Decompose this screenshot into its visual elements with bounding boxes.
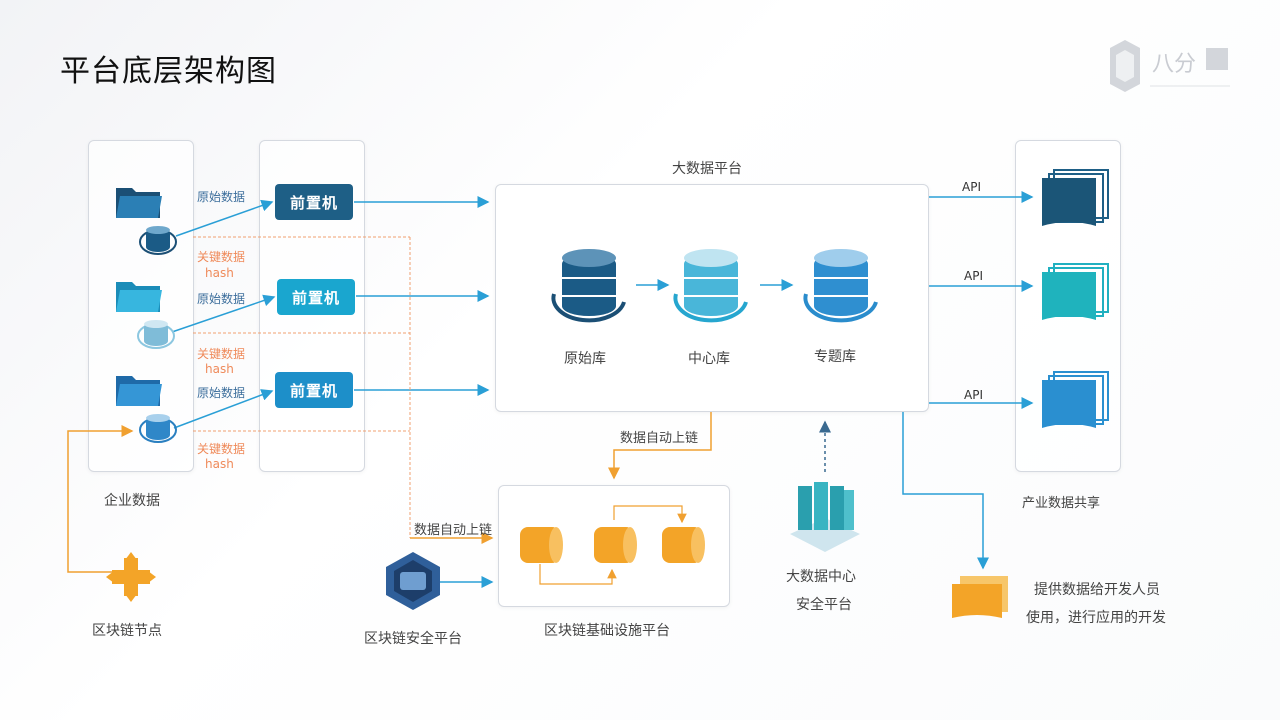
raw-data-label: 原始数据: [197, 386, 246, 400]
chain-block-icon: [520, 527, 563, 563]
document-stack-icon: [1042, 371, 1109, 428]
raw-data-label: 原始数据: [197, 190, 246, 204]
blockchain-node-label: 区块链节点: [92, 623, 162, 639]
database-icon: [139, 414, 177, 443]
database-icon: [139, 226, 177, 255]
raw-db-label: 原始库: [564, 351, 606, 367]
folder-icon: [116, 282, 162, 312]
api-label-3: API: [964, 388, 983, 402]
front-machine-2: 前置机: [277, 279, 355, 315]
api-label-2: API: [964, 269, 983, 283]
company-logo-icon: [1110, 40, 1230, 92]
folder-icon: [116, 376, 162, 406]
hash-label: hash: [205, 457, 234, 471]
document-stack-icon: [1042, 263, 1109, 320]
raw-data-label: 原始数据: [197, 292, 246, 306]
industry-share-label: 产业数据共享: [1022, 496, 1101, 511]
bigdata-security-icon: [790, 482, 860, 552]
auto-chain-label-left: 数据自动上链: [414, 523, 493, 538]
api-label-1: API: [962, 180, 981, 194]
blockchain-security-label: 区块链安全平台: [364, 631, 462, 647]
raw-database-icon: [551, 249, 626, 323]
developer-label-2: 使用，进行应用的开发: [1026, 610, 1166, 626]
document-stack-icon: [1042, 169, 1109, 226]
key-data-label: 关键数据: [197, 347, 246, 361]
bigdata-platform-title: 大数据平台: [672, 161, 742, 177]
developer-label-1: 提供数据给开发人员: [1034, 582, 1160, 598]
key-data-label: 关键数据: [197, 250, 246, 264]
front-machine-1: 前置机: [275, 184, 353, 220]
auto-chain-label-right: 数据自动上链: [620, 431, 699, 446]
topic-database-icon: [803, 249, 878, 323]
folder-icon: [116, 188, 162, 218]
key-data-label: 关键数据: [197, 442, 246, 456]
enterprise-data-label: 企业数据: [104, 493, 160, 509]
topic-db-label: 专题库: [814, 349, 856, 365]
blockchain-security-icon: [386, 552, 440, 610]
chain-block-icon: [662, 527, 705, 563]
blockchain-node-icon: [106, 552, 156, 602]
developer-folder-icon: [952, 576, 1008, 618]
hash-label: hash: [205, 362, 234, 376]
database-icon: [137, 320, 175, 349]
hash-label: hash: [205, 266, 234, 280]
bigdata-security-label-1: 大数据中心: [786, 569, 856, 585]
center-db-label: 中心库: [688, 351, 730, 367]
center-database-icon: [673, 249, 748, 323]
page-title: 平台底层架构图: [60, 54, 277, 89]
front-machine-3: 前置机: [275, 372, 353, 408]
blockchain-infra-label: 区块链基础设施平台: [544, 623, 670, 639]
chain-block-icon: [594, 527, 637, 563]
bigdata-security-label-2: 安全平台: [796, 597, 852, 613]
logo-text: 八分: [1152, 52, 1197, 77]
